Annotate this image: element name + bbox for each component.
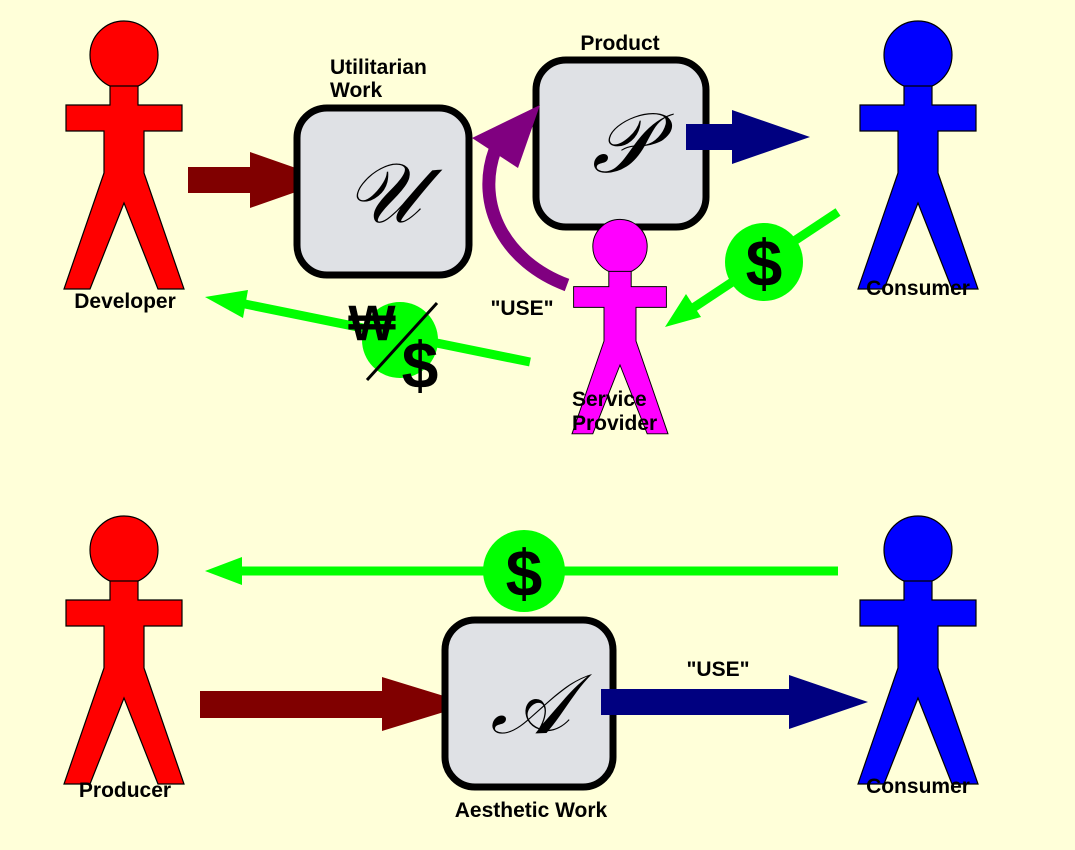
- developer-label: Developer: [74, 290, 176, 313]
- developer-figure: [63, 20, 185, 290]
- use-label-top: "USE": [490, 297, 553, 320]
- won-dollar-coin-crossed: ₩ $: [348, 295, 438, 402]
- utilitarian-label-line2: Work: [330, 79, 382, 102]
- product-label: Product: [580, 32, 659, 55]
- consumer-figure-top: [857, 20, 979, 290]
- dollar-coin-consumer-payment: $: [725, 223, 803, 301]
- service-provider-label-line2: Provider: [572, 412, 657, 435]
- dollar-coin-bottom: $: [483, 530, 565, 612]
- consumer-label-top: Consumer: [866, 277, 970, 300]
- use-curve-arrow: [472, 105, 570, 292]
- utilitarian-work-box: 𝒰: [293, 104, 473, 279]
- dollar-symbol-crossed: $: [402, 328, 439, 402]
- producer-label: Producer: [79, 779, 171, 802]
- aesthetic-work-label: Aesthetic Work: [455, 799, 608, 822]
- utilitarian-label-line1: Utilitarian: [330, 56, 427, 79]
- strikethrough-slash: [365, 301, 439, 382]
- service-provider-label-line1: Service: [572, 388, 647, 411]
- consumer-label-bottom: Consumer: [866, 775, 970, 798]
- aesthetic-work-box: 𝒜: [441, 616, 617, 791]
- product-box: 𝒫: [532, 56, 710, 231]
- consumer-figure-bottom: [857, 515, 979, 785]
- use-label-bottom: "USE": [686, 658, 749, 681]
- won-symbol: ₩: [348, 295, 396, 351]
- svg-text:$: $: [506, 536, 543, 610]
- use-arrow-bottom: [601, 675, 868, 729]
- production-arrow-bottom: [200, 677, 470, 731]
- producer-figure: [63, 515, 185, 785]
- svg-text:$: $: [746, 226, 783, 300]
- use-arrow-top: [686, 110, 810, 164]
- production-arrow-top: [188, 152, 330, 208]
